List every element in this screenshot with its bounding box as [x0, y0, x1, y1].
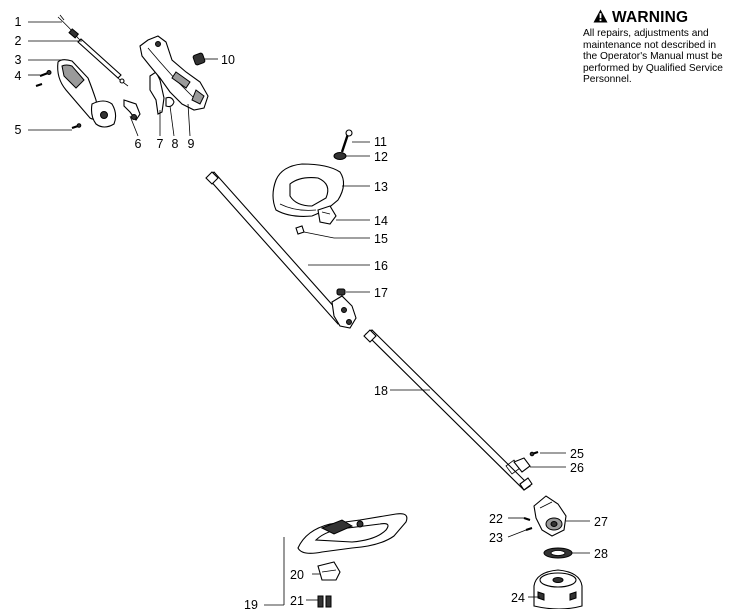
callout-4: 4	[15, 69, 22, 83]
bolt-11	[340, 129, 353, 153]
callout-19: 19	[244, 598, 258, 609]
washer-28	[543, 547, 573, 559]
callout-17: 17	[374, 286, 388, 300]
screw-25	[529, 450, 539, 457]
callout-21: 21	[290, 594, 304, 608]
bracket-14	[317, 205, 337, 225]
callout-18: 18	[374, 384, 388, 398]
warning-triangle-icon	[593, 9, 608, 27]
callout-6: 6	[135, 137, 142, 151]
callout-2: 2	[15, 34, 22, 48]
coupler-17	[331, 288, 357, 329]
callout-10: 10	[221, 53, 235, 67]
switch-10	[192, 52, 206, 66]
bolt-22	[523, 517, 531, 521]
spring-8	[165, 96, 175, 108]
rear-handle-13	[272, 163, 345, 217]
clamp-20	[317, 561, 341, 581]
clamp-26	[513, 457, 531, 473]
callout-16: 16	[374, 259, 388, 273]
callout-1: 1	[15, 15, 22, 29]
callout-15: 15	[374, 232, 388, 246]
callout-14: 14	[374, 214, 388, 228]
nut-12	[333, 152, 347, 160]
callout-7: 7	[157, 137, 164, 151]
callout-9: 9	[188, 137, 195, 151]
callout-26: 26	[570, 461, 584, 475]
callout-22: 22	[489, 512, 503, 526]
bolt-23	[525, 527, 533, 531]
callout-24: 24	[511, 591, 525, 605]
throttle-rod	[77, 38, 125, 84]
callout-8: 8	[172, 137, 179, 151]
callout-20: 20	[290, 568, 304, 582]
callout-25: 25	[570, 447, 584, 461]
screw-left	[35, 83, 43, 87]
handle-housing-right	[139, 35, 209, 111]
front-handle-19	[297, 513, 408, 554]
callout-labels: 1 2 3 4 5 6 7 8 9 10 11 12 13 14 15 16 1…	[15, 15, 608, 609]
throttle-cable	[57, 14, 129, 87]
lower-drive-shaft	[363, 329, 533, 491]
callout-3: 3	[15, 53, 22, 67]
screw-4	[39, 70, 52, 78]
callout-11: 11	[374, 135, 387, 149]
warning-notice: WARNING All repairs, adjustments and mai…	[583, 9, 748, 86]
callout-13: 13	[374, 180, 388, 194]
callout-28: 28	[594, 547, 608, 561]
callout-5: 5	[15, 123, 22, 137]
bolts-21	[317, 595, 332, 608]
front-handle-assembly	[264, 537, 285, 606]
warning-title: WARNING	[612, 9, 689, 26]
trimmer-head-24	[533, 569, 583, 609]
handle-housing-left	[57, 59, 117, 128]
callout-27: 27	[594, 515, 608, 529]
warning-heading: WARNING	[583, 9, 748, 27]
callout-12: 12	[374, 150, 388, 164]
callout-23: 23	[489, 531, 503, 545]
warning-body-text: All repairs, adjustments and maintenance…	[583, 28, 723, 86]
clip-15	[295, 225, 305, 235]
screw-5	[71, 123, 82, 130]
leader-lines	[28, 21, 590, 601]
gearbox-27	[533, 495, 567, 537]
throttle-trigger	[123, 99, 141, 121]
